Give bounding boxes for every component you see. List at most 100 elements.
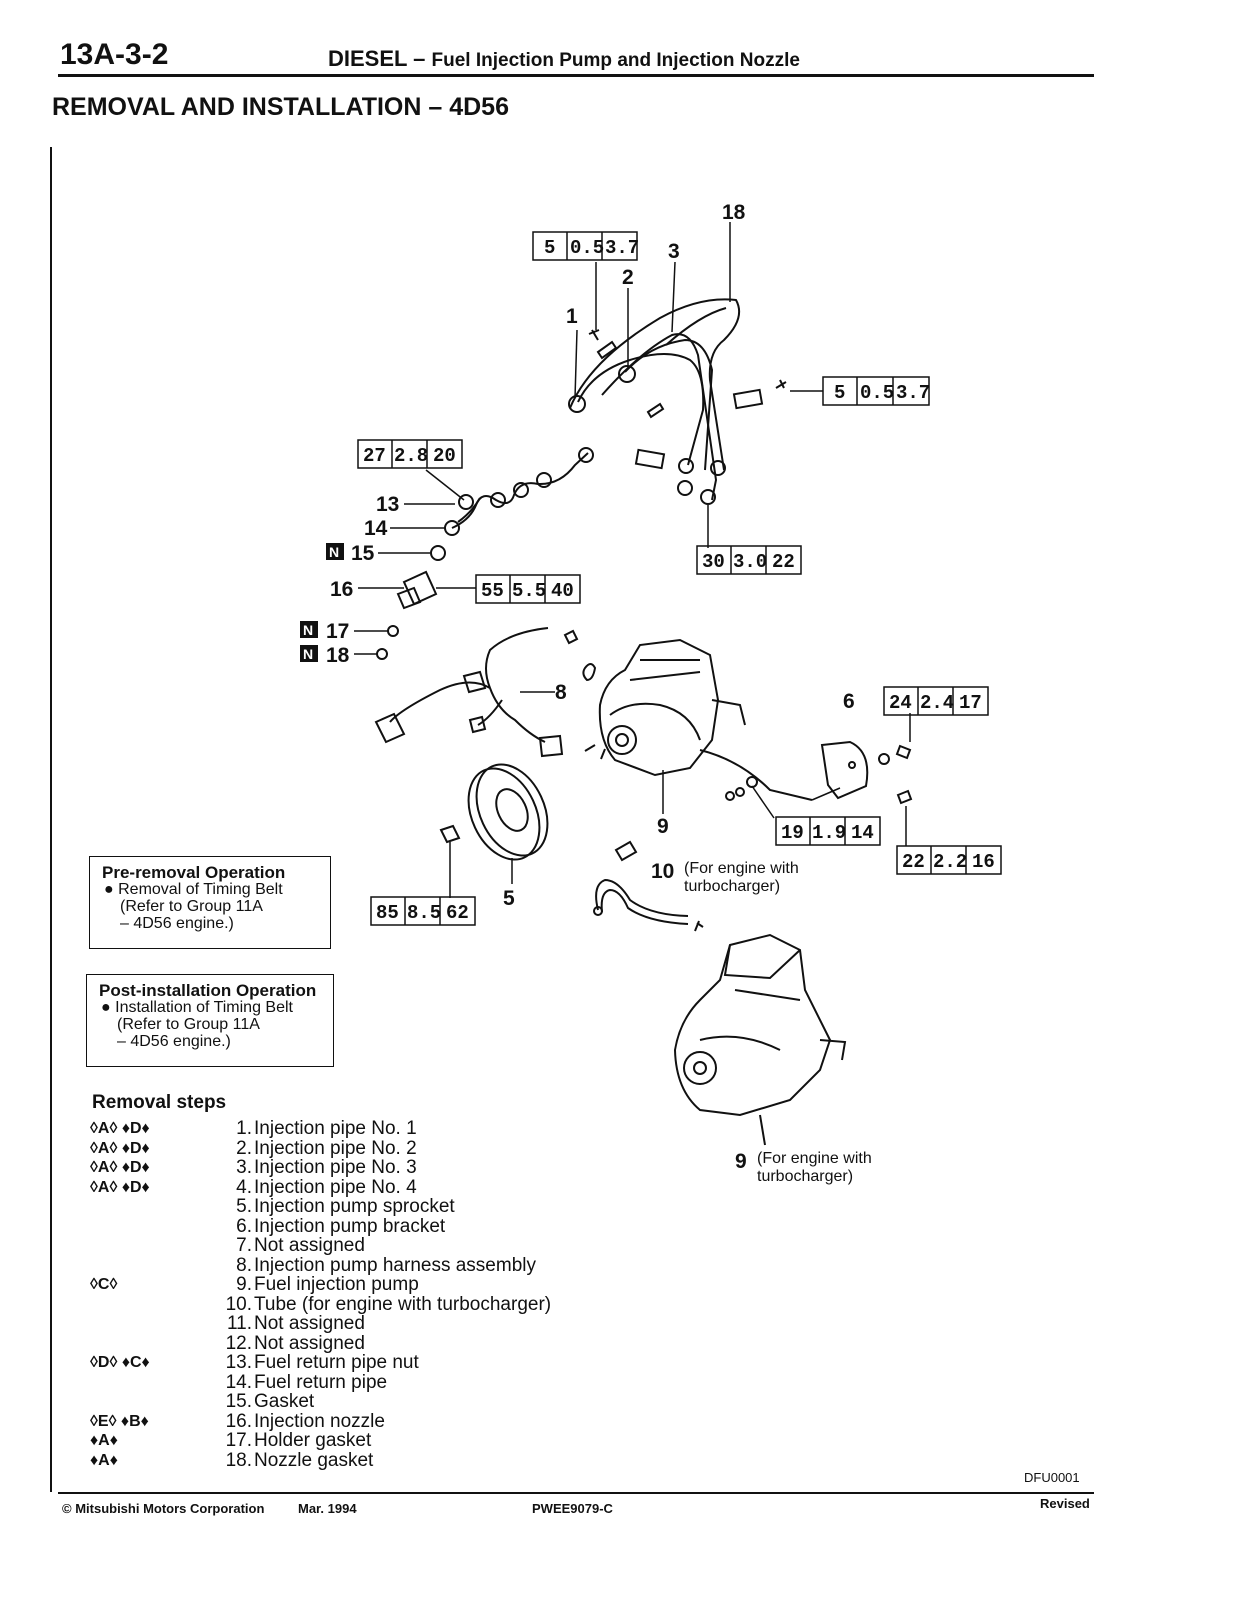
callout-8: 8 <box>555 681 567 704</box>
svg-text:55: 55 <box>481 580 504 602</box>
step-text: Injection pipe No. 4 <box>254 1176 417 1198</box>
step-number: 8. <box>236 1254 252 1276</box>
step-text: Not assigned <box>254 1313 365 1334</box>
step-number: 3. <box>236 1157 252 1178</box>
callout-9-turbo: 9 <box>735 1150 747 1173</box>
fuel-injection-pump-turbo <box>673 933 832 1117</box>
callout-5: 5 <box>503 887 515 910</box>
sprocket-nut <box>439 824 461 844</box>
injection-pipe-2 <box>624 338 714 471</box>
harness-connector <box>538 734 564 758</box>
callout-4: 18 <box>722 201 746 224</box>
step-number: 14. <box>225 1371 252 1393</box>
svg-text:14: 14 <box>851 822 874 844</box>
post-installation-text: Installation of Timing Belt <box>115 999 293 1016</box>
pipe-nut <box>678 458 694 474</box>
new-part-mark-18: N <box>303 646 313 662</box>
removal-step: 14.Fuel return pipe <box>90 1371 510 1393</box>
svg-text:16: 16 <box>972 851 995 873</box>
step-number: 5. <box>236 1196 252 1217</box>
removal-step: 7.Not assigned <box>90 1236 510 1256</box>
removal-step: 15.Gasket <box>90 1392 510 1412</box>
note-9-line1: (For engine with <box>757 1150 872 1167</box>
callout-13: 13 <box>376 493 399 516</box>
step-number: 17. <box>225 1430 252 1451</box>
step-number: 10. <box>225 1293 252 1315</box>
step-number: 15. <box>225 1391 252 1412</box>
bracket-bolt <box>895 744 912 760</box>
step-service-marks: ♦A♦ <box>90 1432 118 1449</box>
svg-text:17: 17 <box>959 692 982 714</box>
step-text: Injection pump sprocket <box>254 1196 455 1217</box>
post-installation-line1: ● Installation of Timing Belt <box>99 999 323 1016</box>
callout-1: 1 <box>566 305 578 328</box>
step-number: 11. <box>226 1313 252 1334</box>
pipe-nut <box>568 395 586 413</box>
removal-step: 6.Injection pump bracket <box>90 1215 510 1237</box>
pre-removal-box: Pre-removal Operation ● Removal of Timin… <box>89 856 331 949</box>
return-pipe-nut <box>458 494 474 510</box>
torque-box-sprocket-nut: 85 8.5 62 <box>370 896 476 926</box>
holder-gasket <box>387 625 399 637</box>
footer-date: Mar. 1994 <box>298 1501 357 1516</box>
step-service-marks: ◊C◊ <box>90 1276 118 1293</box>
step-number: 18. <box>225 1449 252 1471</box>
removal-step: 8.Injection pump harness assembly <box>90 1254 536 1276</box>
header-title: DIESEL – Fuel Injection Pump and Injecti… <box>328 46 800 72</box>
svg-text:3.7: 3.7 <box>605 237 639 259</box>
svg-text:5: 5 <box>544 237 555 259</box>
svg-text:22: 22 <box>772 551 795 573</box>
return-pipe-nut <box>490 492 506 508</box>
pump-harness <box>389 627 549 743</box>
callout-3: 3 <box>668 240 680 263</box>
step-text: Not assigned <box>254 1235 365 1256</box>
removal-step: ♦A♦18.Nozzle gasket <box>90 1449 510 1471</box>
bullet-icon: ● <box>104 881 114 898</box>
note-10-line1: (For engine with <box>684 860 799 877</box>
step-number: 7. <box>236 1235 252 1256</box>
pipe-nut <box>677 480 693 496</box>
pre-removal-title: Pre-removal Operation <box>102 863 286 882</box>
header-section: DIESEL <box>328 46 408 71</box>
header-rule <box>58 74 1094 77</box>
new-part-mark-17: N <box>303 622 313 638</box>
torque-box-nozzle: 55 5.5 40 <box>475 574 581 604</box>
header-subtitle: Fuel Injection Pump and Injection Nozzle <box>431 50 800 71</box>
pre-removal-line1: ● Removal of Timing Belt <box>102 881 320 898</box>
svg-text:0.5: 0.5 <box>860 382 894 404</box>
bolt-1 <box>588 329 600 341</box>
removal-step: ◊A◊ ♦D♦3.Injection pipe No. 3 <box>90 1158 510 1178</box>
svg-text:40: 40 <box>551 580 574 602</box>
removal-step: ◊A◊ ♦D♦4.Injection pipe No. 4 <box>90 1176 510 1198</box>
step-service-marks: ◊A◊ ♦D♦ <box>90 1178 150 1196</box>
footer-copyright: © Mitsubishi Motors Corporation <box>62 1501 265 1516</box>
callout-10: 10 <box>651 860 674 883</box>
post-installation-box: Post-installation Operation ● Installati… <box>86 974 334 1067</box>
step-text: Injection pipe No. 1 <box>254 1118 417 1139</box>
svg-text:19: 19 <box>781 822 804 844</box>
removal-step: ◊A◊ ♦D♦2.Injection pipe No. 2 <box>90 1138 510 1159</box>
gasket-15 <box>430 545 446 561</box>
svg-text:5: 5 <box>834 382 845 404</box>
section-title: REMOVAL AND INSTALLATION – 4D56 <box>52 93 509 121</box>
torque-box-bracket-bolt-upper: 24 2.4 17 <box>883 686 989 716</box>
svg-text:1.9: 1.9 <box>812 822 846 844</box>
header-dash: – <box>407 46 432 71</box>
injection-pipe-4 <box>569 298 740 471</box>
torque-box-clamp-bolt: 5 0.5 3.7 <box>822 376 930 406</box>
figure-code: DFU0001 <box>1024 1470 1080 1485</box>
injection-pump-sprocket <box>475 763 549 857</box>
step-number: 9. <box>236 1274 252 1295</box>
pipe-clamp <box>732 388 764 410</box>
pipe-nut <box>618 365 636 383</box>
removal-step: 12.Not assigned <box>90 1333 510 1354</box>
callout-18: 18 <box>326 644 350 667</box>
step-text: Nozzle gasket <box>254 1449 374 1471</box>
injection-pipe-3 <box>601 333 718 501</box>
removal-step: ◊E◊ ♦B♦16.Injection nozzle <box>90 1411 510 1432</box>
callout-16: 16 <box>330 578 353 601</box>
step-number: 6. <box>236 1215 252 1237</box>
removal-step: 5.Injection pump sprocket <box>90 1197 510 1217</box>
step-service-marks: ◊E◊ ♦B♦ <box>90 1412 149 1430</box>
